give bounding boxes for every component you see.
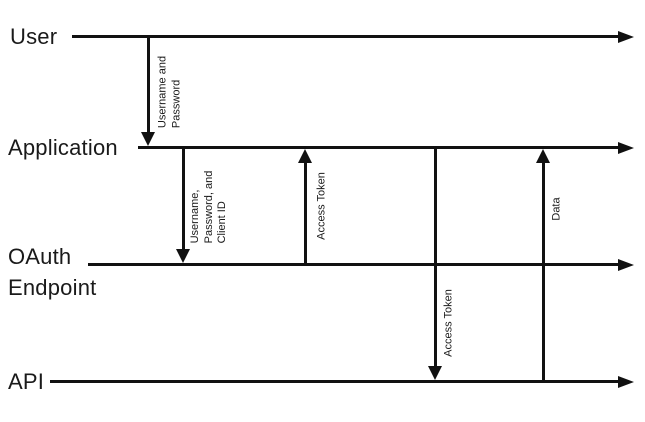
actor-label-api: API xyxy=(8,369,45,394)
message-arrow-access-token-to-api-head-icon xyxy=(428,366,442,380)
actor-label-application: Application xyxy=(8,135,118,160)
message-label-username-password: Username and Password xyxy=(156,55,183,129)
message-arrow-username-password-clientid xyxy=(181,149,185,249)
message-arrow-access-token-to-application-head-icon xyxy=(298,149,312,163)
message-label-access-token-to-application: Access Token xyxy=(315,172,328,240)
message-label-username-password-clientid: Username, Password, and Client ID xyxy=(188,170,228,244)
lifeline-user-arrowhead-icon xyxy=(618,30,634,43)
message-label-data: Data xyxy=(550,197,563,221)
message-arrow-data xyxy=(541,163,545,380)
lifeline-oauth-endpoint-arrowhead-icon xyxy=(618,258,634,271)
actor-label-user: User xyxy=(10,24,58,49)
lifeline-application-arrowhead-icon xyxy=(618,141,634,154)
message-arrow-data-head-icon xyxy=(536,149,550,163)
message-arrow-username-password-clientid-head-icon xyxy=(176,249,190,263)
message-arrow-access-token-to-api xyxy=(433,149,437,366)
actor-label-oauth-endpoint: OAuth Endpoint xyxy=(8,244,97,300)
lifeline-application xyxy=(138,146,618,149)
lifeline-api-arrowhead-icon xyxy=(618,375,634,388)
lifeline-api xyxy=(50,380,618,383)
message-label-access-token-to-api: Access Token xyxy=(442,289,455,357)
lifeline-user xyxy=(72,35,618,38)
lifeline-oauth-endpoint xyxy=(88,263,618,266)
message-arrow-access-token-to-application xyxy=(303,163,307,263)
message-arrow-username-password xyxy=(146,37,150,134)
message-arrow-username-password-head-icon xyxy=(141,132,155,146)
